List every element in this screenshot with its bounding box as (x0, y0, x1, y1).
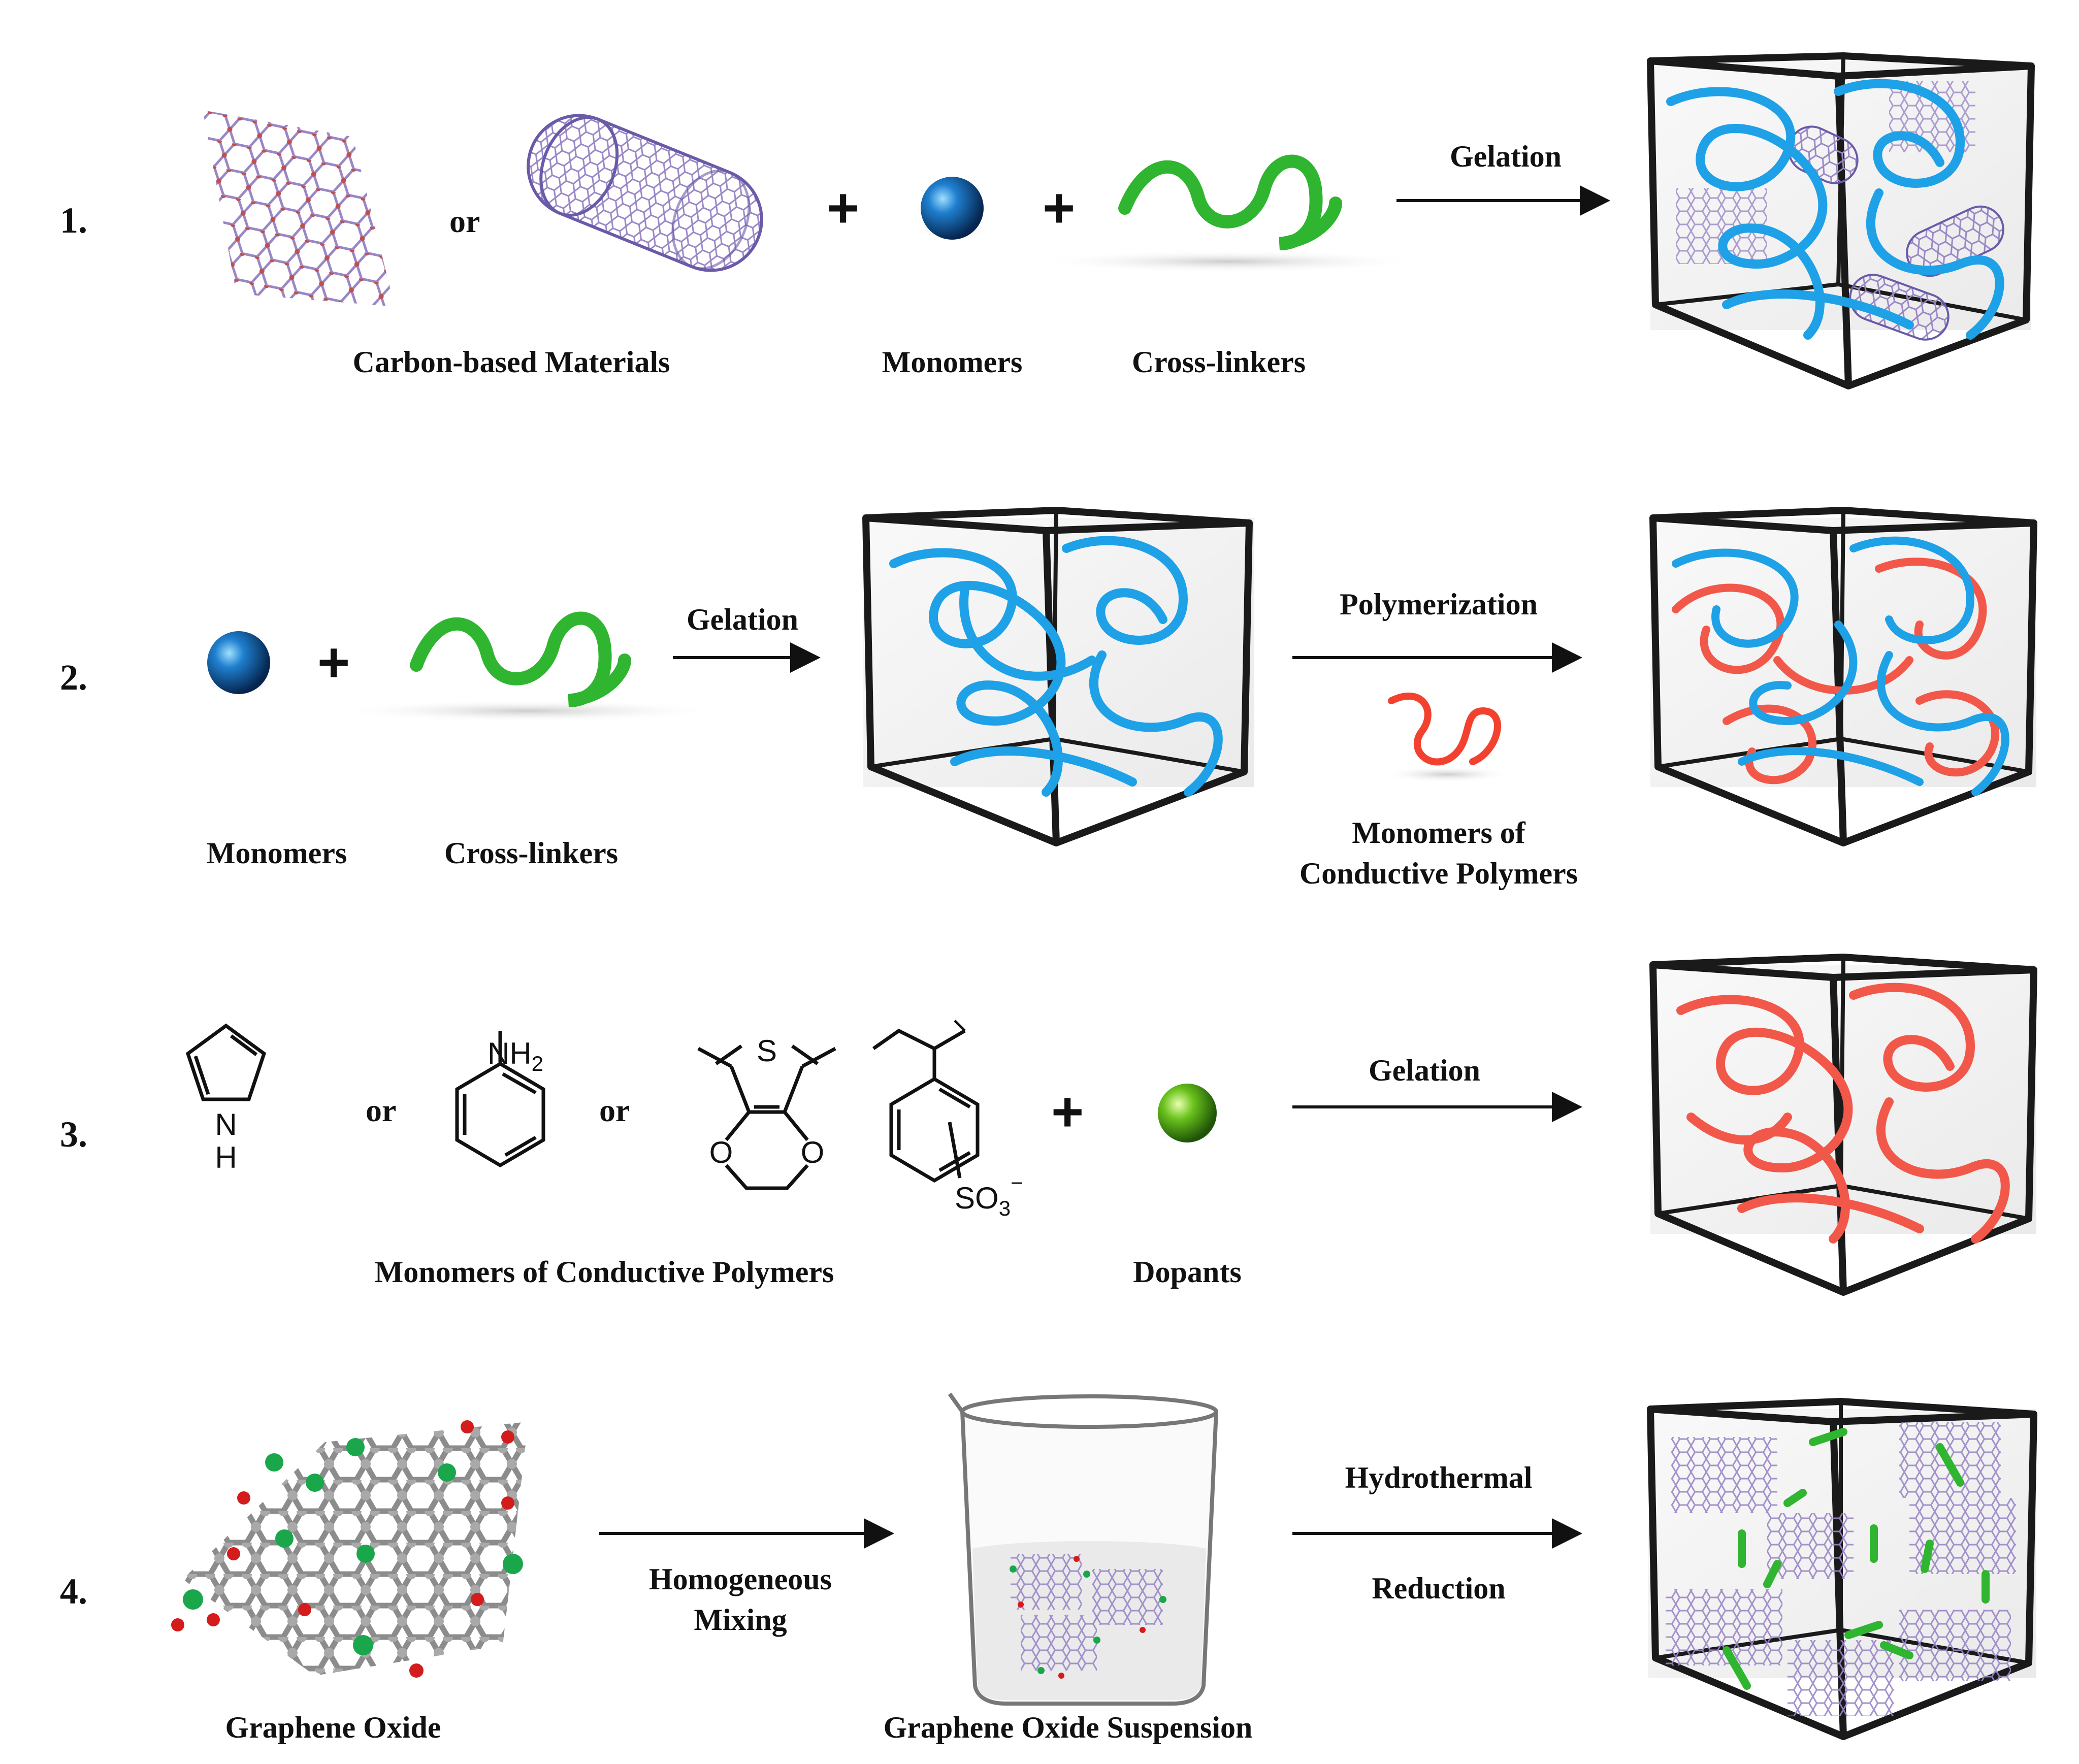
row-2-number: 2. (60, 657, 87, 698)
hydrogel-cube-red (1649, 954, 2037, 1296)
styrene-sulfonate-structure-icon (872, 1020, 980, 1183)
pyrrole-structure-icon (185, 1023, 267, 1101)
hydrogel-cube-conductive (1649, 507, 2037, 846)
row-3-number: 3. (60, 1114, 87, 1155)
hydrogel-cube-carbon (1647, 52, 2035, 389)
label-graphene-oxide: Graphene Oxide (225, 1711, 441, 1744)
edot-o-left-label: O (709, 1135, 733, 1169)
label-hydrothermal: Hydrothermal (1345, 1461, 1533, 1494)
label-dopants: Dopants (1133, 1255, 1242, 1289)
crosslinker-ribbon-icon (335, 611, 721, 722)
or-text: or (599, 1092, 630, 1128)
label-cp-monomers-line1: Monomers of (1352, 816, 1525, 850)
label-carbon-materials: Carbon-based Materials (352, 345, 670, 379)
monomer-sphere-icon (917, 177, 988, 240)
reduced-graphene-cube (1647, 1398, 2037, 1740)
cp-monomer-ribbon-icon (1381, 692, 1513, 782)
edot-s-label: S (757, 1034, 777, 1068)
hydrogel-cube-blue (862, 507, 1254, 846)
label-go-suspension: Graphene Oxide Suspension (883, 1711, 1253, 1744)
label-cp-monomers-line2: Conductive Polymers (1299, 857, 1578, 890)
label-reduction: Reduction (1372, 1572, 1506, 1605)
beaker-icon (948, 1392, 1218, 1706)
crosslinker-ribbon-icon (1036, 154, 1422, 273)
monomer-sphere-icon (203, 631, 274, 694)
label-crosslinkers: Cross-linkers (444, 836, 619, 870)
edot-structure-icon (697, 1044, 836, 1190)
plus-sign: + (1043, 177, 1076, 239)
label-crosslinkers: Cross-linkers (1131, 345, 1306, 379)
graphene-sheet-icon (203, 110, 395, 307)
graphene-oxide-sheet-icon (171, 1420, 528, 1678)
edot-o-right-label: O (801, 1135, 825, 1169)
label-mixing-line1: Homogeneous (649, 1562, 832, 1596)
label-monomers: Monomers (882, 345, 1023, 379)
plus-sign: + (317, 631, 350, 694)
pyrrole-h-label: H (215, 1140, 237, 1174)
or-text: or (449, 203, 480, 239)
dopant-sphere-icon (1154, 1084, 1220, 1142)
aniline-nh2-label: NH2 (488, 1036, 543, 1075)
label-gelation: Gelation (1450, 140, 1562, 173)
label-mixing-line2: Mixing (694, 1603, 787, 1637)
aniline-structure-icon (455, 1031, 545, 1168)
carbon-nanotube-icon (527, 114, 763, 272)
plus-sign: + (827, 177, 860, 239)
label-monomers: Monomers (206, 836, 347, 870)
label-polymerization: Polymerization (1340, 587, 1538, 621)
plus-sign: + (1051, 1081, 1084, 1143)
label-gelation: Gelation (687, 603, 798, 636)
sulfonate-label: SO3− (955, 1171, 1023, 1220)
label-cp-monomers: Monomers of Conductive Polymers (374, 1255, 834, 1289)
row-4-number: 4. (60, 1571, 87, 1612)
row-1-number: 1. (60, 200, 87, 241)
or-text: or (366, 1092, 397, 1128)
pyrrole-n-label: N (215, 1107, 237, 1141)
label-gelation: Gelation (1369, 1054, 1480, 1087)
